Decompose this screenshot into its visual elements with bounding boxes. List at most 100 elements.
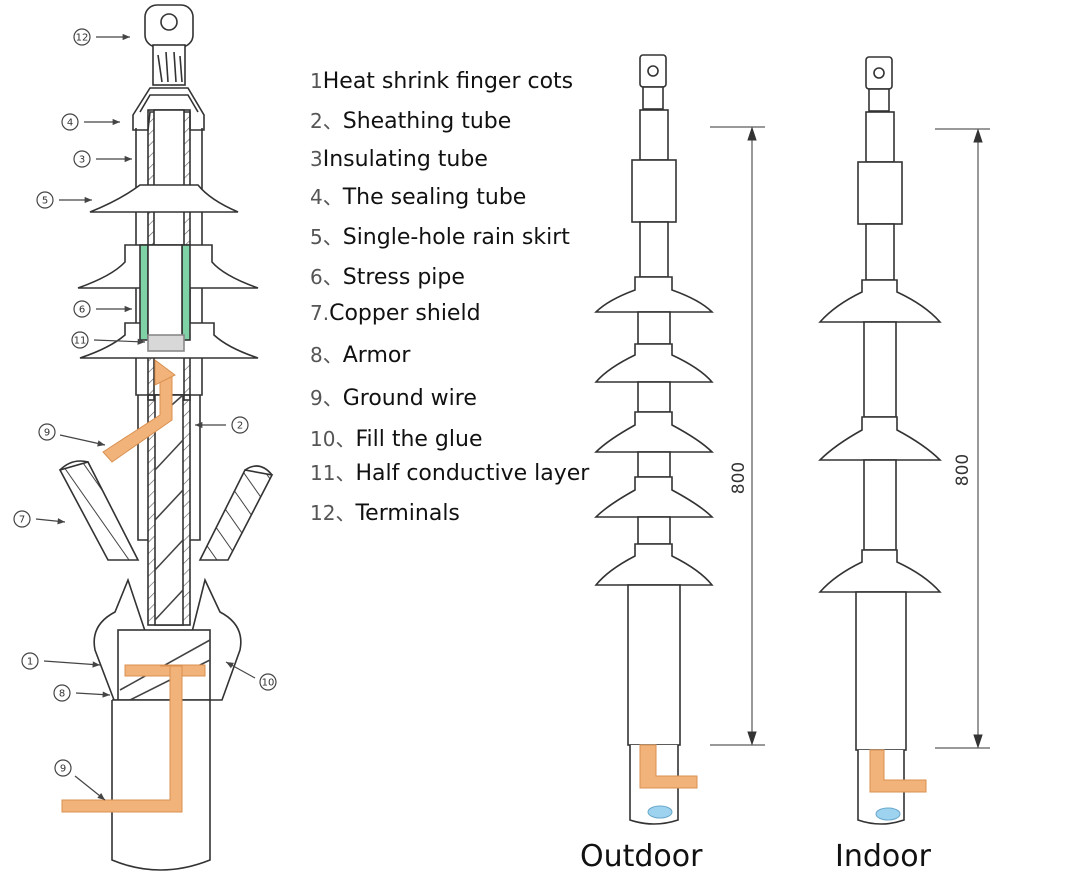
callout-number: 9 (60, 764, 66, 775)
callout-number: 7 (19, 515, 25, 526)
legend-item-label: Ground wire (343, 386, 477, 411)
outdoor-dimension-label: 800 (729, 462, 749, 494)
callout-number: 12 (76, 33, 89, 44)
legend-item-text: 3Insulating tube (310, 147, 488, 172)
legend-item-number: 12 (310, 501, 335, 525)
legend-item-number: 10 (310, 427, 335, 451)
legend-item: 1Heat shrink finger cots (310, 69, 573, 94)
legend-item-label: Heat shrink finger cots (323, 69, 573, 94)
legend-item: 3Insulating tube (310, 147, 488, 172)
legend-item-text: 1Heat shrink finger cots (310, 69, 573, 94)
legend-item: 4、The sealing tube (310, 185, 526, 210)
legend-item-number: 5 (310, 225, 323, 249)
legend-item-separator: 、 (323, 185, 343, 209)
legend-item-number: 2 (310, 109, 323, 133)
callout-number: 6 (79, 305, 85, 316)
callout-circle (36, 191, 54, 209)
legend-item: 9、Ground wire (310, 386, 477, 411)
arrow-head-icon (137, 338, 145, 345)
arrow-head-icon (97, 440, 105, 447)
legend-item-text: 8、Armor (310, 343, 411, 368)
cross-section-diagram (58, 4, 274, 871)
legend-item-number: 1 (310, 69, 323, 93)
indoor-dimension-label: 800 (953, 454, 973, 486)
callout-number: 5 (42, 196, 48, 207)
legend-item-number: 7 (310, 301, 323, 325)
legend-item-text: 10、Fill the glue (310, 427, 483, 452)
legend-item: 7.Copper shield (310, 301, 481, 326)
legend-item-text: 9、Ground wire (310, 386, 477, 411)
arrow-head-icon (57, 518, 65, 525)
callout-circle (73, 300, 91, 318)
callout-marker: 5 (36, 191, 92, 209)
callout-marker: 7 (13, 510, 66, 528)
arrow-head-icon (84, 196, 92, 204)
terminal-lug (144, 4, 194, 86)
callout-marker: 10 (225, 661, 277, 691)
legend-item-label: Armor (343, 343, 412, 368)
callout-circle (13, 510, 31, 528)
legend-item-separator: 、 (335, 427, 355, 451)
callout-marker: 11 (71, 331, 146, 349)
legend-item: 10、Fill the glue (310, 427, 483, 452)
legend-item-number: 6 (310, 265, 323, 289)
legend-item-separator: 、 (335, 461, 355, 485)
callout-marker: 9 (54, 759, 106, 801)
legend-item-text: 4、The sealing tube (310, 185, 526, 210)
legend-item-label: Insulating tube (323, 147, 488, 172)
callout-marker: 2 (195, 416, 249, 434)
legend-list: 1Heat shrink finger cots 2、Sheathing tube… (310, 69, 590, 526)
indoor-caption: Indoor (835, 839, 932, 874)
callout-marker: 8 (53, 684, 111, 702)
legend-item-label: Terminals (354, 501, 459, 526)
callout-number: 8 (59, 689, 65, 700)
callout-number: 11 (74, 336, 87, 347)
arrow-head-icon (226, 662, 234, 669)
callout-circle (73, 150, 91, 168)
arrow-head-icon (122, 33, 130, 41)
callout-arrow (43, 660, 101, 666)
outdoor-dimension (710, 126, 765, 746)
callout-marker: 1 (21, 652, 101, 670)
legend-item-separator: 、 (335, 501, 355, 525)
callout-number: 4 (67, 118, 73, 129)
callout-circle (259, 673, 277, 691)
legend-item-number: 8 (310, 343, 323, 367)
legend-item: 8、Armor (310, 343, 411, 368)
legend-item-separator: 、 (323, 343, 343, 367)
legend-item-text: 5、Single-hole rain skirt (310, 225, 570, 250)
legend-item-text: 6、Stress pipe (310, 265, 465, 290)
callout-number: 2 (237, 421, 243, 432)
legend-item-label: Stress pipe (343, 265, 465, 290)
indoor-dimension (935, 128, 990, 749)
legend-item-text: 2、Sheathing tube (310, 109, 511, 134)
arrow-head-icon (102, 691, 110, 698)
legend-item-separator: 、 (323, 109, 343, 133)
callout-circle (38, 423, 56, 441)
callout-number: 9 (44, 428, 50, 439)
legend-item: 11、Half conductive layer (310, 461, 590, 486)
legend-item-separator: 、 (323, 386, 343, 410)
callout-marker: 12 (73, 28, 130, 46)
legend-item-label: The sealing tube (342, 185, 527, 210)
callout-marker: 9 (38, 423, 106, 447)
callout-number: 3 (79, 155, 85, 166)
indoor-termination (818, 56, 942, 825)
legend-item-label: Half conductive layer (355, 461, 590, 486)
legend-item: 12、Terminals (310, 501, 460, 526)
legend-item-number: 11 (310, 461, 335, 485)
legend-item-separator: . (323, 301, 329, 325)
legend-item-label: Single-hole rain skirt (343, 225, 571, 250)
callout-circle (21, 652, 39, 670)
legend-item-label: Copper shield (329, 301, 480, 326)
callout-circle (61, 113, 79, 131)
callout-circle (71, 331, 89, 349)
callout-markers: 12 4 3 5 6 11 9 2 7 1 10 8 9 (13, 28, 277, 801)
callout-marker: 6 (73, 300, 132, 318)
legend-item-text: 12、Terminals (310, 501, 460, 526)
callout-marker: 4 (61, 113, 120, 131)
arrow-head-icon (92, 661, 100, 668)
callout-circle (54, 759, 72, 777)
legend-item-number: 9 (310, 386, 323, 410)
